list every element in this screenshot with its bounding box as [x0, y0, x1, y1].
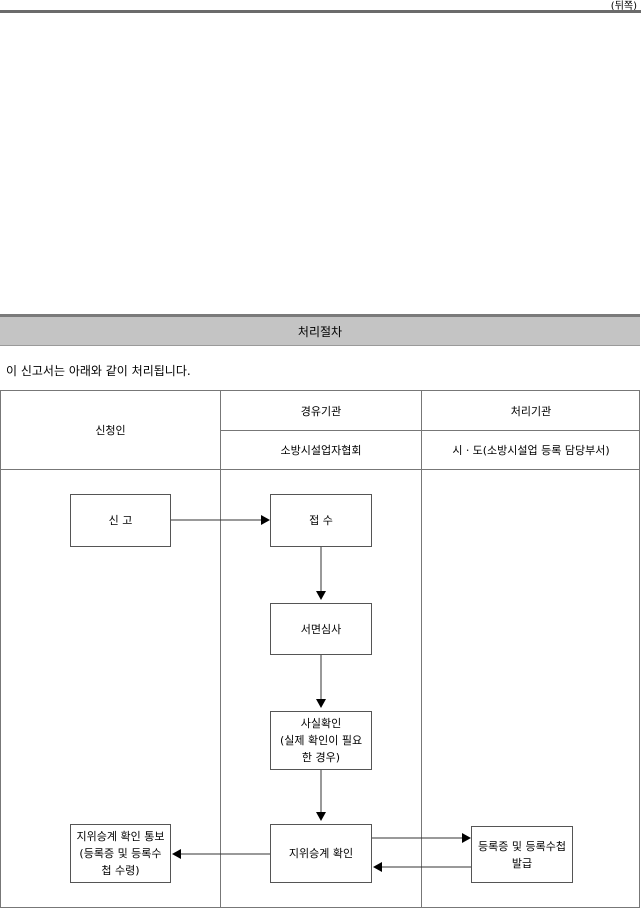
back-page-label: (뒤쪽)	[610, 1, 637, 12]
flow-issue-box: 등록증 및 등록수첩 발급	[471, 826, 573, 883]
arrowhead	[316, 812, 326, 821]
header-bottom-rule	[1, 469, 640, 470]
arrowhead	[462, 833, 471, 843]
procedure-intro: 이 신고서는 아래와 같이 처리됩니다.	[6, 364, 191, 378]
arrowhead	[373, 862, 382, 872]
flow-report-box: 신 고	[70, 494, 171, 547]
header-handler-org: 시ㆍ도(소방시설업 등록 담당부서)	[452, 444, 610, 457]
flow-notify-box: 지위승계 확인 통보 (등록증 및 등록수 첩 수령)	[70, 824, 171, 883]
arrowhead	[172, 849, 181, 859]
header-via-org: 소방시설업자협회	[280, 444, 362, 457]
procedure-title: 처리절차	[297, 324, 343, 339]
flow-document-review-box: 서면심사	[270, 603, 372, 655]
flow-receipt-box: 접 수	[270, 494, 372, 547]
arrowhead	[316, 699, 326, 708]
header-applicant: 신청인	[95, 424, 126, 437]
column-divider	[220, 391, 221, 907]
header-handler: 처리기관	[510, 404, 552, 418]
header-via: 경유기관	[300, 404, 342, 418]
arrowhead	[261, 515, 270, 525]
arrowhead	[316, 591, 326, 600]
procedure-title-bar: 처리절차	[0, 314, 640, 346]
column-divider	[421, 391, 422, 907]
flow-succession-confirm-box: 지위승계 확인	[270, 824, 372, 883]
flow-fact-check-box: 사실확인 (실제 확인이 필요 한 경우)	[270, 711, 372, 770]
top-rule	[0, 10, 641, 13]
header-subdivider	[220, 430, 640, 431]
